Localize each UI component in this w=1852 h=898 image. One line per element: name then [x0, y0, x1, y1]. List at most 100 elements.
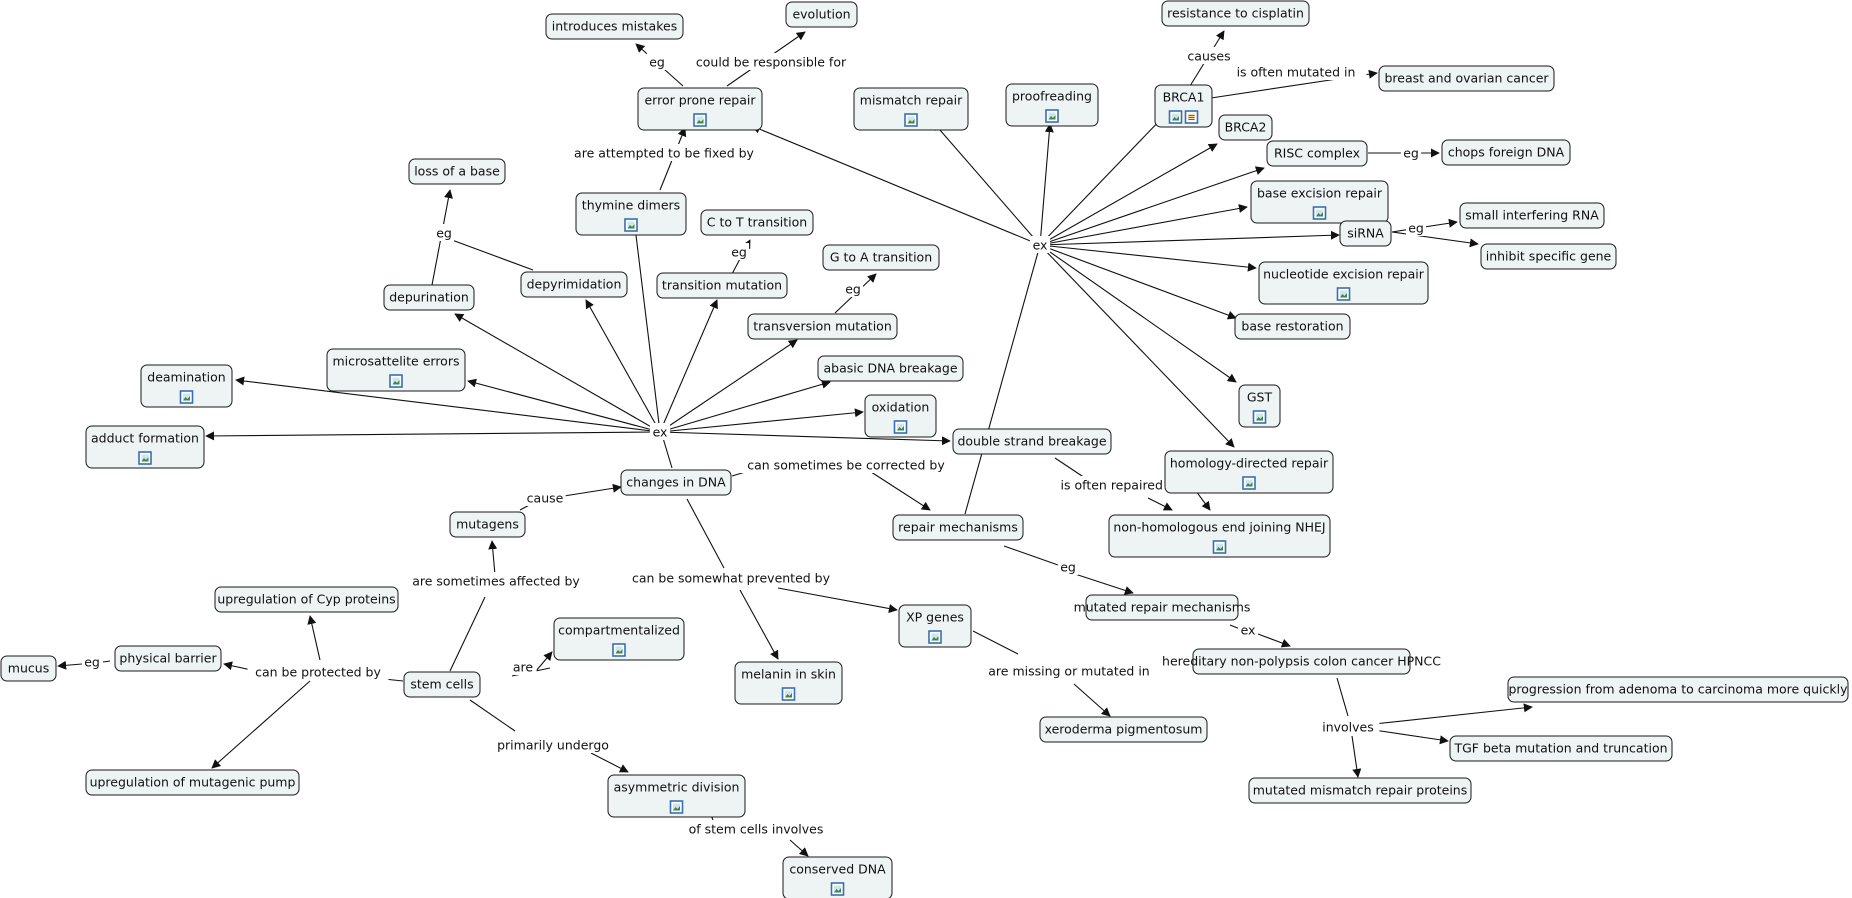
concept-error-prone-repair[interactable]: error prone repair [637, 87, 763, 131]
concept-microsatellite[interactable]: microsattelite errors [326, 348, 466, 392]
link-phrase-eg-risc[interactable]: eg [1400, 144, 1422, 161]
link-phrase-can-be-corrected[interactable]: can sometimes be corrected by [740, 456, 952, 473]
image-icon[interactable] [612, 643, 626, 657]
document-icon[interactable] [1184, 110, 1199, 124]
image-icon[interactable] [693, 113, 707, 127]
link-phrase-eg-g-to-a[interactable]: eg [842, 280, 864, 297]
concept-deamination[interactable]: deamination [140, 364, 233, 408]
concept-mutagens[interactable]: mutagens [449, 511, 526, 538]
concept-asymmetric-division[interactable]: asymmetric division [607, 774, 746, 818]
link-phrase-eg-mucus[interactable]: eg [81, 653, 103, 670]
link-phrase-ex-changes[interactable]: ex [649, 423, 671, 440]
concept-xp-genes[interactable]: XP genes [898, 604, 972, 648]
image-icon[interactable] [928, 630, 942, 644]
concept-depurination[interactable]: depurination [383, 284, 475, 311]
concept-double-strand[interactable]: double strand breakage [952, 428, 1112, 455]
link-phrase-ex-repair[interactable]: ex [1029, 236, 1051, 253]
link-phrase-eg-mistakes[interactable]: eg [646, 53, 668, 70]
image-icon[interactable] [179, 390, 194, 404]
concept-repair-mechanisms[interactable]: repair mechanisms [892, 514, 1024, 541]
link-phrase-primarily-undergo[interactable]: primarily undergo [489, 736, 617, 753]
concept-g-to-a[interactable]: G to A transition [822, 244, 940, 271]
concept-base-restoration[interactable]: base restoration [1234, 313, 1351, 340]
link-phrase-often-mutated[interactable]: is often mutated in [1225, 63, 1367, 80]
concept-nucleotide-excision[interactable]: nucleotide excision repair [1258, 261, 1429, 305]
link-phrase-are[interactable]: are [509, 658, 537, 675]
concept-mucus[interactable]: mucus [0, 655, 57, 682]
concept-homology-repair[interactable]: homology-directed repair [1164, 450, 1334, 494]
image-icon[interactable] [781, 687, 796, 701]
concept-inhibit-gene[interactable]: inhibit specific gene [1480, 243, 1617, 270]
concept-mutated-repair[interactable]: mutated repair mechanisms [1074, 594, 1251, 621]
concept-introduces-mistakes[interactable]: introduces mistakes [545, 13, 684, 40]
link-phrase-causes[interactable]: causes [1184, 47, 1234, 64]
concept-base-excision[interactable]: base excision repair [1250, 180, 1389, 224]
concept-risc[interactable]: RISC complex [1266, 140, 1368, 167]
image-icon[interactable] [830, 882, 845, 896]
concept-proofreading[interactable]: proofreading [1005, 83, 1099, 127]
image-icon[interactable] [389, 374, 403, 388]
link-phrase-often-repaired-via[interactable]: is often repaired via [1045, 476, 1201, 493]
concept-loss-of-base[interactable]: loss of a base [408, 158, 506, 185]
concept-abasic[interactable]: abasic DNA breakage [817, 355, 964, 382]
image-icon[interactable] [1212, 540, 1227, 554]
link-phrase-attempted-fixed[interactable]: are attempted to be fixed by [561, 144, 767, 161]
concept-upreg-cyp[interactable]: upregulation of Cyp proteins [214, 586, 399, 613]
concept-c-to-t[interactable]: C to T transition [700, 209, 814, 236]
concept-xeroderma[interactable]: xeroderma pigmentosum [1039, 716, 1208, 743]
link-phrase-ex-hnpcc[interactable]: ex [1237, 621, 1259, 638]
concept-melanin[interactable]: melanin in skin [734, 661, 843, 705]
concept-physical-barrier[interactable]: physical barrier [114, 645, 222, 672]
image-icon[interactable] [669, 800, 684, 814]
concept-brca2[interactable]: BRCA2 [1218, 114, 1273, 141]
concept-mutated-mismatch[interactable]: mutated mismatch repair proteins [1248, 777, 1472, 804]
link-phrase-can-be-protected[interactable]: can be protected by [247, 663, 389, 680]
concept-depyrimidation[interactable]: depyrimidation [520, 271, 628, 298]
concept-brca1[interactable]: BRCA1 [1154, 84, 1213, 128]
concept-hnpcc[interactable]: hereditary non-polypsis colon cancer HPN… [1162, 648, 1441, 675]
link-phrase-could-be-responsible[interactable]: could be responsible for [682, 53, 860, 70]
link-phrase-eg-c-to-t[interactable]: eg [728, 243, 750, 260]
concept-progression[interactable]: progression from adenoma to carcinoma mo… [1507, 676, 1849, 703]
link-phrase-involves[interactable]: involves [1316, 718, 1380, 735]
image-icon[interactable] [1252, 410, 1267, 424]
image-icon[interactable] [1336, 287, 1351, 301]
link-phrase-eg-sirna[interactable]: eg [1405, 219, 1427, 236]
link-phrase-cause[interactable]: cause [524, 489, 566, 506]
link-phrase-eg-loss[interactable]: eg [433, 224, 455, 241]
concept-transversion-mutation[interactable]: transversion mutation [747, 313, 898, 340]
concept-resistance-cisplatin[interactable]: resistance to cisplatin [1161, 0, 1310, 27]
concept-conserved-dna[interactable]: conserved DNA [782, 856, 893, 898]
link-phrase-eg-mutated[interactable]: eg [1057, 558, 1079, 575]
link-phrase-somewhat-prevented[interactable]: can be somewhat prevented by [628, 569, 834, 586]
concept-transition-mutation[interactable]: transition mutation [656, 272, 788, 299]
image-icon[interactable] [1242, 476, 1256, 490]
image-icon[interactable] [904, 113, 918, 127]
concept-evolution[interactable]: evolution [785, 1, 858, 28]
link-phrase-of-stem-cells[interactable]: of stem cells involves [674, 820, 838, 837]
image-icon[interactable] [1168, 110, 1183, 124]
concept-breast-ovarian[interactable]: breast and ovarian cancer [1378, 65, 1555, 92]
link-phrase-sometimes-affected[interactable]: are sometimes affected by [404, 572, 588, 589]
image-icon[interactable] [1045, 109, 1059, 123]
concept-adduct[interactable]: adduct formation [85, 425, 205, 469]
concept-chops-rna[interactable]: chops foreign DNA [1441, 139, 1571, 166]
concept-stem-cells[interactable]: stem cells [403, 671, 481, 698]
image-icon[interactable] [1312, 206, 1327, 220]
image-icon[interactable] [138, 451, 152, 465]
concept-sirna[interactable]: siRNA [1339, 220, 1392, 247]
concept-gst[interactable]: GST [1238, 384, 1281, 428]
link-phrase-missing-mutated[interactable]: are missing or mutated in [977, 662, 1161, 679]
concept-oxidation[interactable]: oxidation [864, 394, 937, 438]
concept-mismatch-repair[interactable]: mismatch repair [853, 87, 969, 131]
concept-changes-dna[interactable]: changes in DNA [620, 469, 732, 496]
concept-upreg-pump[interactable]: upregulation of mutagenic pump [85, 769, 300, 796]
image-icon[interactable] [624, 218, 638, 232]
concept-nhej[interactable]: non-homologous end joining NHEJ [1108, 514, 1331, 558]
concept-small-interfering[interactable]: small interfering RNA [1459, 202, 1605, 229]
concept-tgf[interactable]: TGF beta mutation and truncation [1449, 735, 1673, 762]
concept-label: breast and ovarian cancer [1384, 71, 1549, 86]
image-icon[interactable] [893, 420, 908, 434]
concept-thymine-dimers[interactable]: thymine dimers [575, 192, 687, 236]
concept-compartmentalized[interactable]: compartmentalized [553, 617, 685, 661]
